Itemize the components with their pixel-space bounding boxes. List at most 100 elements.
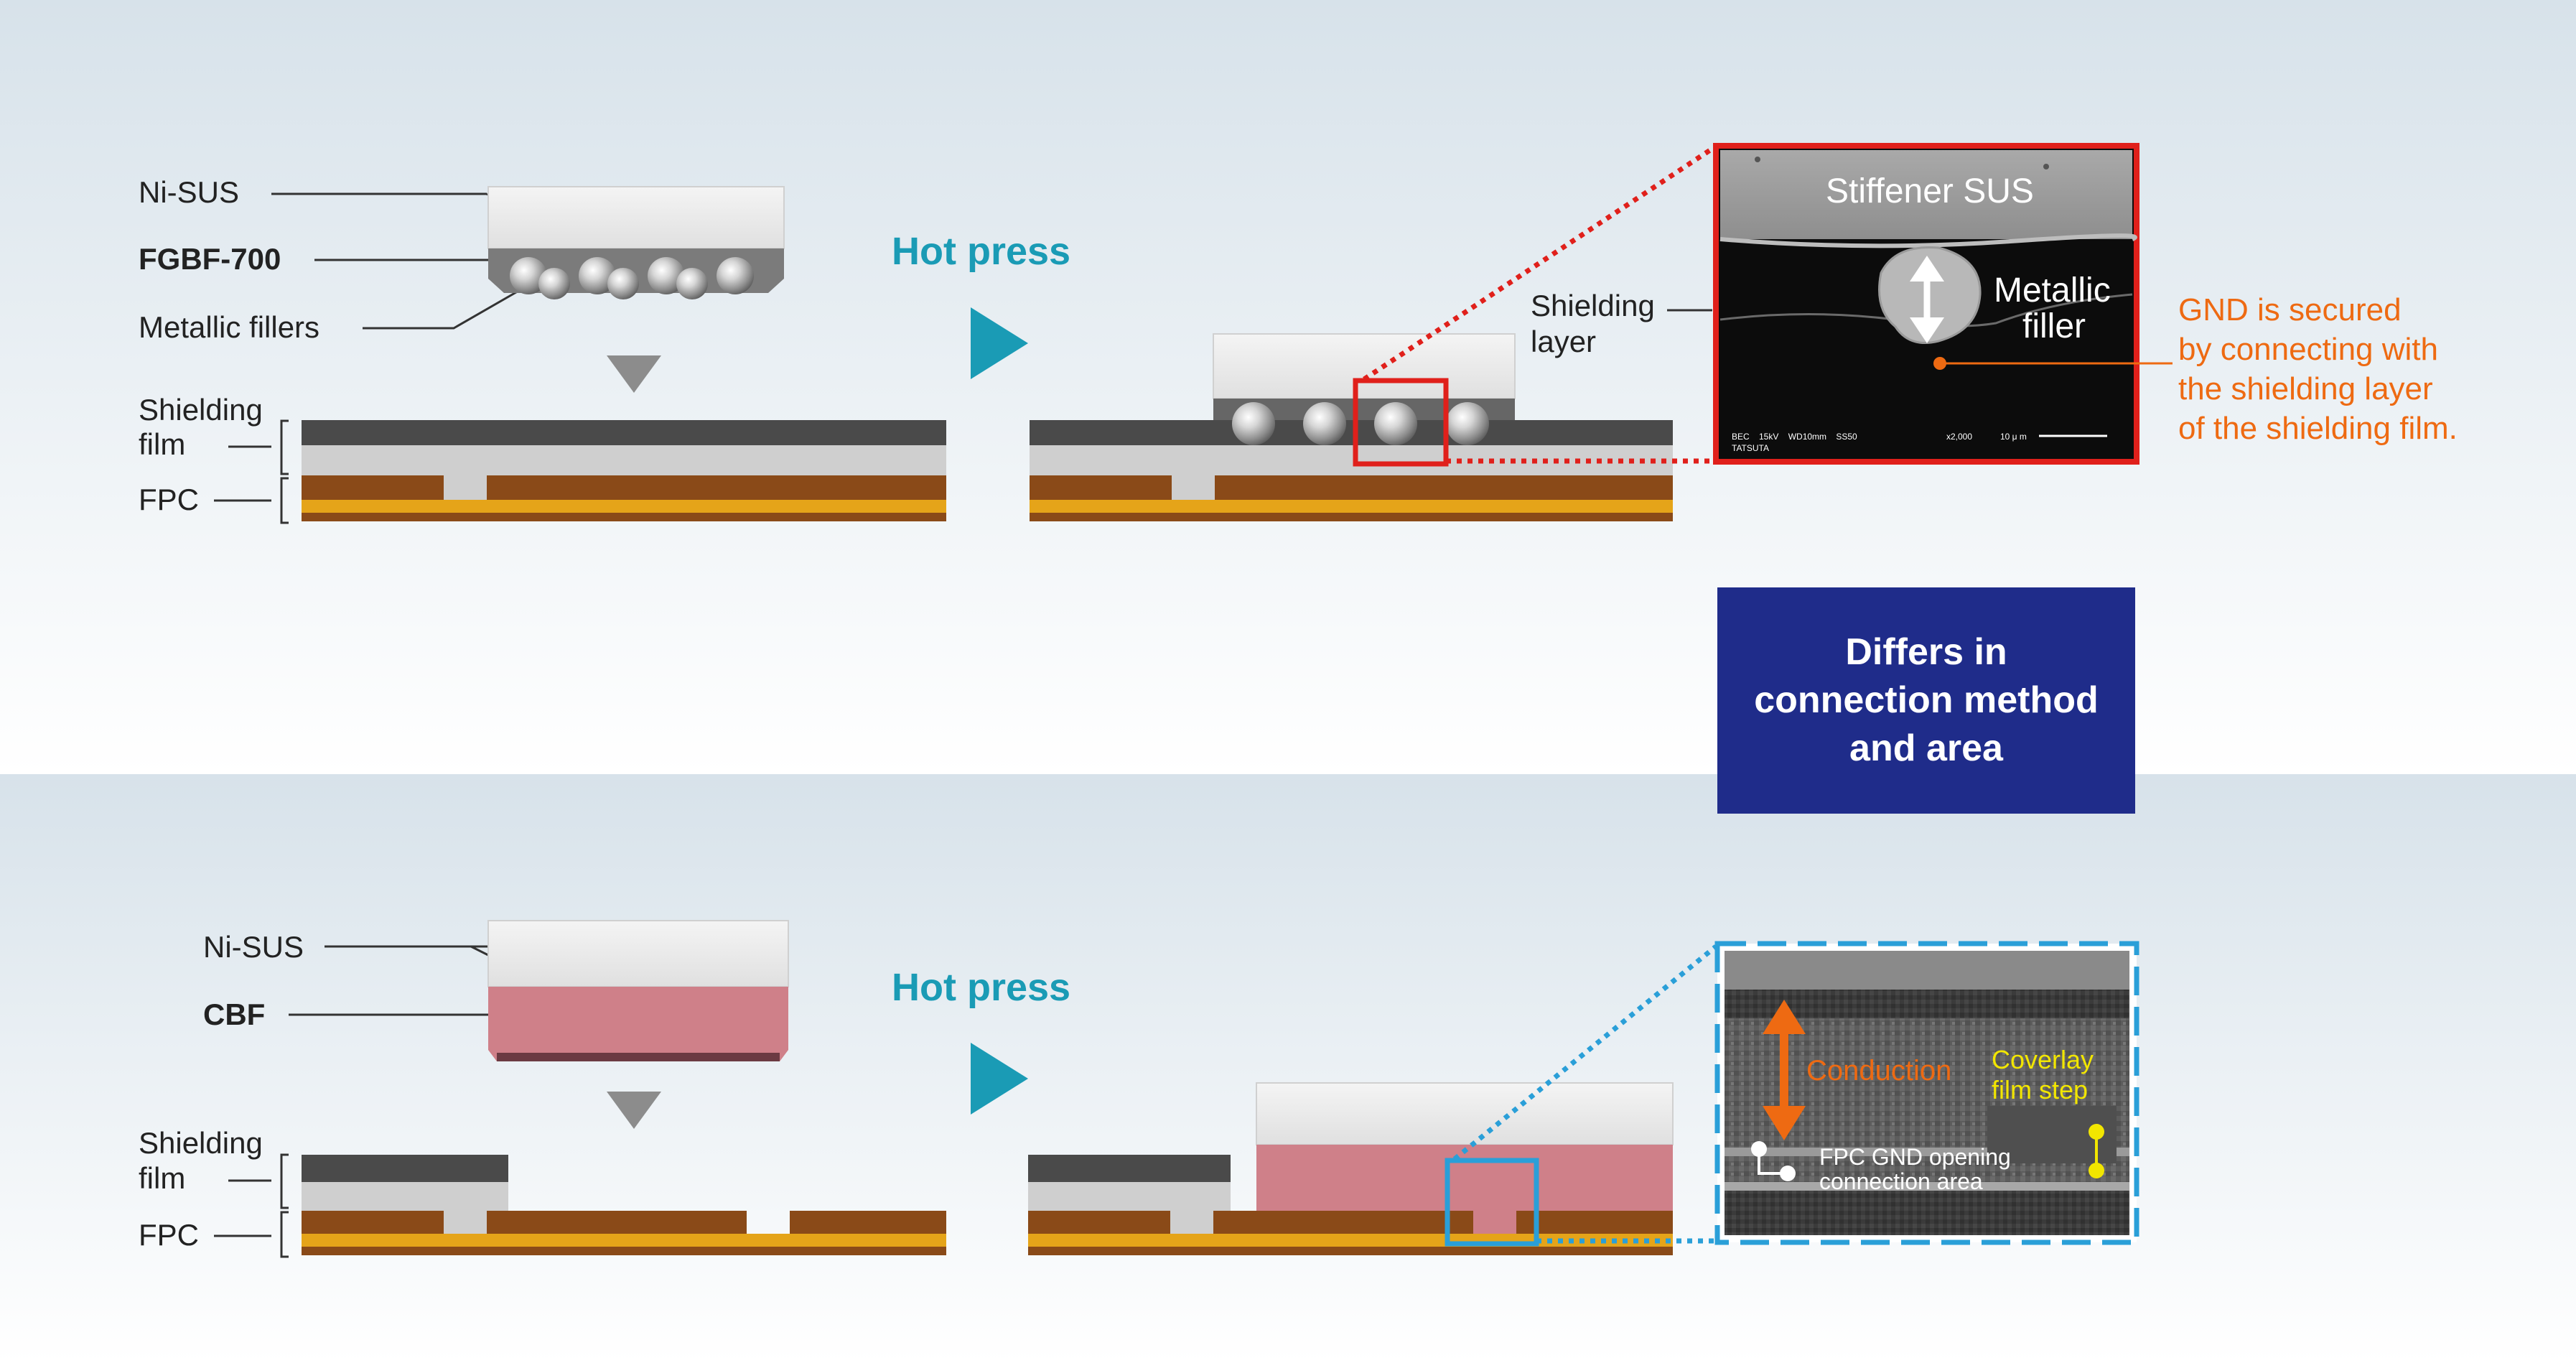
zoom-frame-bottom: [1445, 1158, 1539, 1247]
ni-sus-plate-bottom: [487, 920, 789, 987]
ni-sus-plate-after: [1213, 333, 1516, 399]
sem-caption-left-2: TATSUTA: [1732, 443, 1769, 453]
bracket-shielding-film-bottom: [280, 1153, 289, 1209]
filler-ball: [607, 268, 639, 299]
sem-bright-line-2: [1725, 1182, 2129, 1191]
differs-box: [1717, 587, 2135, 814]
sem-label-opening-1: FPC GND opening: [1819, 1144, 2011, 1170]
cbf-layer-after: [1256, 1145, 1673, 1211]
fpc-coverlay-b2: [487, 1211, 747, 1234]
fpc-coverlay-ab3: [1516, 1211, 1673, 1234]
label-shielding-film-top-2: film: [139, 427, 185, 461]
filler-ball: [676, 268, 708, 299]
filler-ball-after: [1446, 402, 1489, 445]
hot-press-label-bottom: Hot press: [892, 966, 1070, 1009]
label-shielding-layer-1: Shielding: [1531, 289, 1655, 322]
fpc-gap-b1: [444, 1211, 487, 1234]
sem-speck: [2043, 164, 2049, 169]
fpc-coverlay-b1: [302, 1211, 444, 1234]
label-product-top: FGBF-700: [139, 242, 281, 276]
fpc-base: [302, 513, 946, 521]
fpc-copper-after-bottom: [1028, 1234, 1673, 1247]
fpc-coverlay-b3: [790, 1211, 946, 1234]
label-shielding-layer-2: layer: [1531, 325, 1596, 358]
shielding-film-dark-after-bottom: [1028, 1155, 1231, 1182]
fpc-coverlay-left: [302, 475, 444, 500]
zoom-connector-bottom-upper: [1452, 944, 1718, 1161]
fpc-base-after: [1030, 513, 1673, 521]
fpc-gap-ab1: [1170, 1211, 1213, 1234]
fpc-copper-bottom: [302, 1234, 946, 1247]
gnd-opening-dot-1: [1751, 1141, 1767, 1157]
hot-press-arrow-top: [971, 307, 1028, 379]
sem-micrograph-top: Stiffener SUS Metallic filler BEC 15kV W…: [1713, 143, 2139, 465]
sem-stiffener-region: [1720, 150, 2132, 239]
filler-ball: [579, 257, 616, 294]
ni-sus-plate-after-bottom: [1256, 1082, 1674, 1145]
fpc-coverlay-left-after: [1030, 475, 1172, 500]
gnd-opening-dot-2: [1780, 1166, 1796, 1181]
coverlay-step-dot-top: [2089, 1124, 2104, 1140]
stack-before-bottom: [302, 1155, 946, 1255]
shielding-film-light-after-bottom: [1028, 1182, 1231, 1211]
fpc-copper: [302, 500, 946, 513]
ni-sus-plate-top: [487, 186, 785, 249]
differs-line-1: Differs in: [1845, 631, 2007, 673]
bracket-fpc-top: [280, 477, 289, 524]
down-arrow-top: [607, 355, 661, 393]
fpc-base-after-bottom: [1028, 1247, 1673, 1255]
conduction-arrowhead-down: [1763, 1106, 1806, 1140]
differs-line-2: connection method: [1754, 679, 2099, 721]
shielding-film-light-bottom: [302, 1182, 508, 1211]
metallic-filler-balls-before: [510, 257, 754, 299]
fpc-gap-after: [1172, 475, 1215, 500]
differs-line-3: and area: [1849, 727, 2004, 769]
label-shielding-film-top-1: Shielding: [139, 393, 263, 427]
label-shielding-film-bottom-2: film: [139, 1161, 185, 1195]
fpc-base-bottom: [302, 1247, 946, 1255]
sem-micrograph-bottom: Conduction Coverlay film step FPC GND op…: [1714, 941, 2139, 1245]
filler-ball: [538, 268, 570, 299]
fpc-coverlay-right-after: [1215, 475, 1673, 500]
fpc-coverlay-ab2: [1213, 1211, 1473, 1234]
label-ni-sus-top: Ni-SUS: [139, 175, 239, 209]
leader-metallic-fillers: [363, 280, 536, 330]
filler-ball: [717, 257, 754, 294]
hot-press-arrow-bottom: [971, 1043, 1028, 1115]
label-ni-sus-bottom: Ni-SUS: [203, 930, 304, 964]
sem-speck: [1755, 157, 1760, 162]
fpc-gap: [444, 475, 487, 500]
sem-label-opening-2: connection area: [1819, 1168, 1983, 1194]
shielding-film-dark: [302, 420, 946, 445]
zoom-frame-top: [1353, 378, 1449, 467]
gnd-note-line-2: by connecting with: [2178, 332, 2438, 367]
gnd-opening-marker: [1758, 1150, 1786, 1175]
conduction-arrowhead-up: [1763, 1000, 1806, 1034]
filler-ball-after: [1232, 402, 1275, 445]
label-shielding-film-bottom-1: Shielding: [139, 1126, 263, 1160]
sem-label-coverlay-1: Coverlay: [1992, 1045, 2094, 1074]
fpc-coverlay-ab1: [1028, 1211, 1170, 1234]
leader-ni-sus-bottom-2: [470, 945, 489, 957]
sem-label-filler-2: filler: [2022, 307, 2086, 345]
sem-label-coverlay-2: film step: [1992, 1075, 2088, 1104]
filler-ball: [510, 257, 547, 294]
filler-ball-after: [1303, 402, 1346, 445]
gnd-note-line-3: the shielding layer: [2178, 371, 2433, 406]
bracket-shielding-film-top: [280, 419, 289, 475]
filler-ball-after: [1374, 402, 1417, 445]
down-arrow-bottom: [607, 1092, 661, 1129]
sem-caption-magnification: x2,000: [1946, 432, 1972, 442]
sem-bottom-band: [1725, 1191, 2129, 1235]
fpc-copper-after: [1030, 500, 1673, 513]
sem-caption-left: BEC 15kV WD10mm SS50: [1732, 432, 1857, 442]
label-metallic-fillers: Metallic fillers: [139, 310, 319, 344]
cbf-layer-shadow: [497, 1053, 780, 1061]
shielding-film-light: [302, 445, 946, 475]
sem-top-band: [1725, 951, 2129, 990]
stack-after-bottom: [1028, 1082, 1674, 1255]
bracket-fpc-bottom: [280, 1211, 289, 1258]
cbf-layer: [488, 987, 788, 1061]
fpc-gap-ab2: [1473, 1211, 1516, 1234]
